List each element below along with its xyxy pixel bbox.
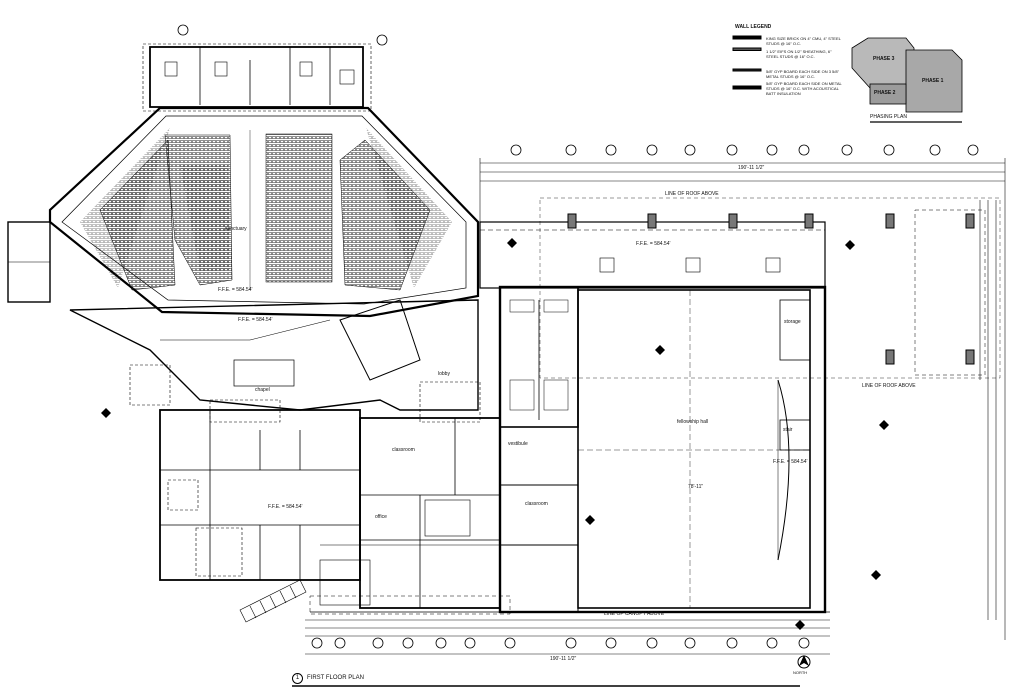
north-label: NORTH [793, 670, 808, 675]
note-line-of-roof-above: LINE OF ROOF ABOVE [862, 383, 916, 389]
grid-bubbles-bottom [311, 637, 810, 649]
right-dimension-strings [979, 200, 997, 620]
room-label-lobby: lobby [438, 371, 450, 377]
sanctuary [48, 106, 480, 318]
exterior-stair [239, 579, 307, 623]
note-ffe: F.F.E. = 584.54' [636, 241, 671, 247]
wall-legend-swatches [732, 35, 762, 90]
drawing-title-text: FIRST FLOOR PLAN [307, 675, 364, 681]
room-label-fellowship-hall: fellowship hall [677, 419, 709, 425]
room-label-sanctuary: sanctuary [225, 226, 247, 232]
top-dimension-strings [479, 158, 1006, 640]
sanctuary-left-wing [7, 221, 51, 303]
room-label-classroom-1: classroom [392, 447, 415, 453]
phase-3-label: PHASE 3 [873, 56, 895, 62]
wall-legend-title: WALL LEGEND [735, 24, 772, 30]
note-line-of-canopy-above: LINE OF CANOPY ABOVE [604, 611, 665, 617]
legend-row: 1 1/2" EIFS ON 1/2" SHEATHING, 6" STEEL … [735, 45, 845, 63]
legend-row: 5/8" GYP BOARD EACH SIDE ON METAL STUDS … [735, 81, 845, 100]
note-ffe: F.F.E. = 584.54' [218, 287, 253, 293]
phasing-plan-diagram [851, 37, 963, 123]
legend-row: 5/8" GYP BOARD EACH SIDE ON 3 5/8" METAL… [735, 65, 845, 83]
drawing-number: 1 [292, 673, 303, 684]
north-arrow-icon [797, 655, 811, 669]
phasing-plan-title: PHASING PLAN [870, 114, 907, 120]
legend-text: 5/8" GYP BOARD EACH SIDE ON 3 5/8" METAL… [766, 69, 840, 79]
bottom-canopy [309, 595, 830, 615]
legend-text: KING SIZE BRICK ON 4" CMU, 4" STEEL STUD… [766, 36, 841, 46]
note-ffe: F.F.E. = 584.54' [773, 459, 808, 465]
grid-bubbles-top [177, 24, 979, 156]
phase-1-label: PHASE 1 [922, 78, 944, 84]
classroom-core [319, 417, 501, 609]
room-label-stair: stair [783, 427, 793, 433]
bottom-dimension-strings [305, 619, 830, 655]
phase-2-label: PHASE 2 [874, 90, 896, 96]
dimension-bottom-overall: 190'-11 1/2" [550, 656, 577, 662]
dimension-hall-length: 78'-11" [688, 484, 704, 490]
legend-text: 5/8" GYP BOARD EACH SIDE ON METAL STUDS … [766, 81, 842, 96]
room-label-classroom-2: classroom [525, 501, 548, 507]
admin-wing [159, 399, 361, 581]
room-label-chapel: chapel [255, 387, 270, 393]
callout-tags [101, 238, 889, 630]
legend-row: KING SIZE BRICK ON 4" CMU, 4" STEEL STUD… [735, 32, 845, 50]
canopy-area [479, 197, 1001, 379]
fellowship-hall [498, 285, 827, 614]
room-label-storage: storage [784, 319, 801, 325]
room-label-office: office [375, 514, 387, 520]
note-ffe: F.F.E. = 584.54' [238, 317, 273, 323]
note-ffe: F.F.E. = 584.54' [268, 504, 303, 510]
legend-text: 1 1/2" EIFS ON 1/2" SHEATHING, 6" STEEL … [766, 49, 832, 59]
note-line-of-roof-above: LINE OF ROOF ABOVE [665, 191, 719, 197]
drawing-title: 1 FIRST FLOOR PLAN [292, 673, 364, 684]
central-lobby [69, 299, 481, 423]
sanctuary-restrooms [142, 43, 372, 112]
dimension-top-overall: 190'-11 1/2" [738, 165, 765, 171]
room-label-vestibule: vestibule [508, 441, 528, 447]
